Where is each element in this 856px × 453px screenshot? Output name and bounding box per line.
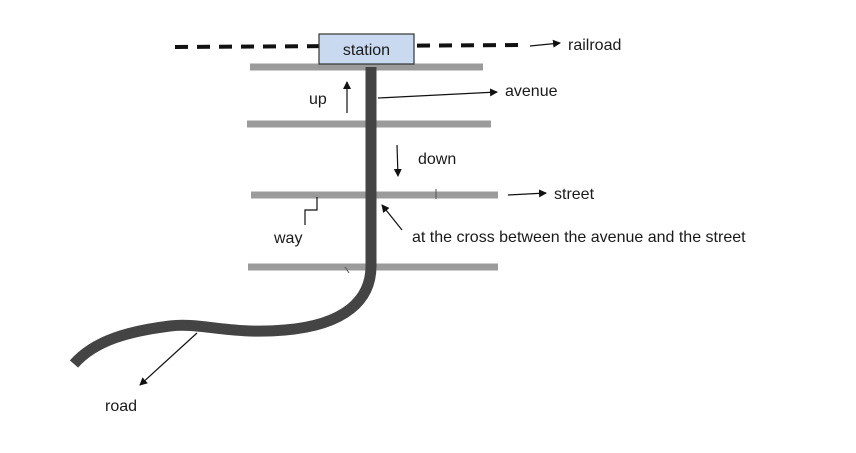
road-tick (344, 266, 350, 274)
station-label: station (343, 42, 390, 59)
down-label: down (418, 151, 456, 168)
way-label: way (273, 230, 302, 247)
railroad-label: railroad (568, 37, 621, 54)
down-arrow (393, 144, 402, 177)
station-box (318, 33, 415, 65)
road-label: road (105, 398, 137, 415)
street-label: street (554, 186, 595, 203)
avenue-arrow (377, 88, 498, 99)
street-arrow (507, 189, 547, 198)
avenue-label: avenue (505, 83, 558, 100)
railroad-line (174, 43, 521, 49)
road-line (69, 265, 377, 368)
way-pointer (304, 197, 318, 225)
cross-label: at the cross between the avenue and the … (412, 229, 746, 246)
up-label: up (309, 91, 327, 108)
road-arrow (139, 332, 198, 386)
cross-arrow (381, 204, 403, 231)
railroad-arrow (529, 39, 561, 48)
